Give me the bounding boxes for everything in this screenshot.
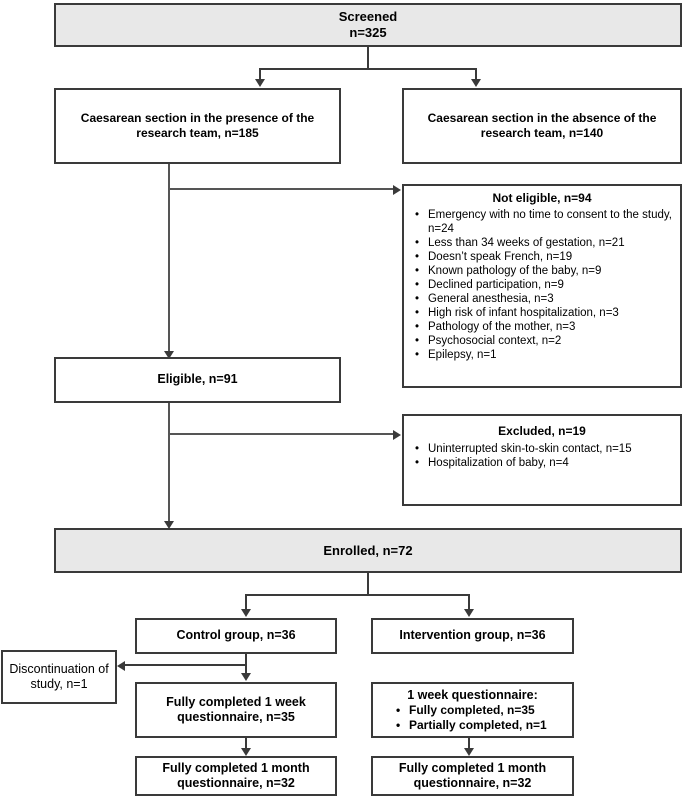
connector-eligible-to-excluded — [168, 433, 394, 435]
node-discontinuation: Discontinuation of study, n=1 — [1, 650, 117, 704]
connector-screened-bus — [259, 68, 477, 70]
node-caesarean-absence: Caesarean section in the absence of the … — [402, 88, 682, 164]
connector-intervention-1week-to-1month — [468, 738, 470, 752]
node-excluded-heading: Excluded, n=19 — [498, 424, 586, 438]
connector-control-stem — [245, 654, 247, 676]
node-screened-line1: Screened — [338, 9, 398, 25]
node-enrolled-label: Enrolled, n=72 — [323, 542, 413, 558]
node-intervention-1week-list: Fully completed, n=35 Partially complete… — [373, 703, 572, 732]
list-item: Uninterrupted skin-to-skin contact, n=15 — [414, 442, 674, 456]
node-excluded: Excluded, n=19 Uninterrupted skin-to-ski… — [402, 414, 682, 506]
arrow-to-intervention-group — [464, 609, 474, 617]
arrow-to-caesarean-absence — [471, 79, 481, 87]
arrow-to-excluded — [393, 430, 401, 440]
arrow-to-caesarean-presence — [255, 79, 265, 87]
node-intervention-1week: 1 week questionnaire: Fully completed, n… — [371, 682, 574, 738]
connector-enrolled-stem — [367, 573, 369, 595]
list-item: Known pathology of the baby, n=9 — [414, 264, 674, 278]
node-control-group-label: Control group, n=36 — [176, 628, 296, 643]
node-caesarean-presence: Caesarean section in the presence of the… — [54, 88, 341, 164]
connector-presence-to-eligible — [168, 164, 170, 354]
arrow-to-control-group — [241, 609, 251, 617]
connector-eligible-to-enrolled — [168, 403, 170, 525]
node-not-eligible-heading: Not eligible, n=94 — [492, 191, 592, 205]
connector-screened-stem — [367, 47, 369, 69]
list-item: Fully completed, n=35 — [395, 703, 566, 718]
node-intervention-group: Intervention group, n=36 — [371, 618, 574, 654]
node-screened-line2: n=325 — [349, 25, 387, 40]
node-intervention-1week-heading: 1 week questionnaire: — [407, 687, 538, 702]
connector-enrolled-right-drop — [468, 594, 470, 610]
list-item: Partially completed, n=1 — [395, 718, 566, 733]
node-control-1month: Fully completed 1 month questionnaire, n… — [135, 756, 337, 796]
list-item: Declined participation, n=9 — [414, 278, 674, 292]
list-item: Emergency with no time to consent to the… — [414, 208, 674, 236]
node-control-1week: Fully completed 1 week questionnaire, n=… — [135, 682, 337, 738]
connector-control-1week-to-1month — [245, 738, 247, 752]
list-item: Psychosocial context, n=2 — [414, 334, 674, 348]
node-eligible: Eligible, n=91 — [54, 357, 341, 403]
connector-enrolled-left-drop — [245, 594, 247, 610]
node-discontinuation-label: Discontinuation of study, n=1 — [9, 661, 109, 691]
arrow-to-not-eligible — [393, 185, 401, 195]
arrow-to-eligible — [164, 351, 174, 359]
node-control-1month-label: Fully completed 1 month questionnaire, n… — [162, 760, 310, 790]
arrow-to-control-1week — [241, 673, 251, 681]
connector-presence-to-not-eligible — [168, 188, 394, 190]
connector-control-to-discontinuation — [125, 664, 246, 666]
node-screened: Screened n=325 — [54, 3, 682, 47]
node-eligible-label: Eligible, n=91 — [157, 372, 238, 387]
connector-enrolled-bus — [245, 594, 470, 596]
list-item: Less than 34 weeks of gestation, n=21 — [414, 236, 674, 250]
list-item: General anesthesia, n=3 — [414, 292, 674, 306]
connector-screened-right-drop — [475, 68, 477, 80]
node-control-group: Control group, n=36 — [135, 618, 337, 654]
node-caesarean-presence-label: Caesarean section in the presence of the… — [80, 111, 315, 140]
list-item: Hospitalization of baby, n=4 — [414, 456, 674, 470]
list-item: Epilepsy, n=1 — [414, 348, 674, 362]
arrow-to-control-1month — [241, 748, 251, 756]
node-intervention-1month: Fully completed 1 month questionnaire, n… — [371, 756, 574, 796]
list-item: Pathology of the mother, n=3 — [414, 320, 674, 334]
arrow-to-intervention-1month — [464, 748, 474, 756]
node-control-1week-label: Fully completed 1 week questionnaire, n=… — [166, 694, 306, 724]
list-item: High risk of infant hospitalization, n=3 — [414, 306, 674, 320]
arrow-to-discontinuation — [117, 661, 125, 671]
node-not-eligible: Not eligible, n=94 Emergency with no tim… — [402, 184, 682, 388]
connector-screened-left-drop — [259, 68, 261, 80]
node-not-eligible-list: Emergency with no time to consent to the… — [404, 208, 680, 362]
arrow-to-enrolled — [164, 521, 174, 529]
list-item: Doesn’t speak French, n=19 — [414, 250, 674, 264]
node-caesarean-absence-label: Caesarean section in the absence of the … — [427, 111, 657, 140]
node-excluded-list: Uninterrupted skin-to-skin contact, n=15… — [404, 442, 680, 470]
node-intervention-1month-label: Fully completed 1 month questionnaire, n… — [398, 760, 547, 790]
node-enrolled: Enrolled, n=72 — [54, 528, 682, 573]
node-intervention-group-label: Intervention group, n=36 — [399, 628, 546, 643]
